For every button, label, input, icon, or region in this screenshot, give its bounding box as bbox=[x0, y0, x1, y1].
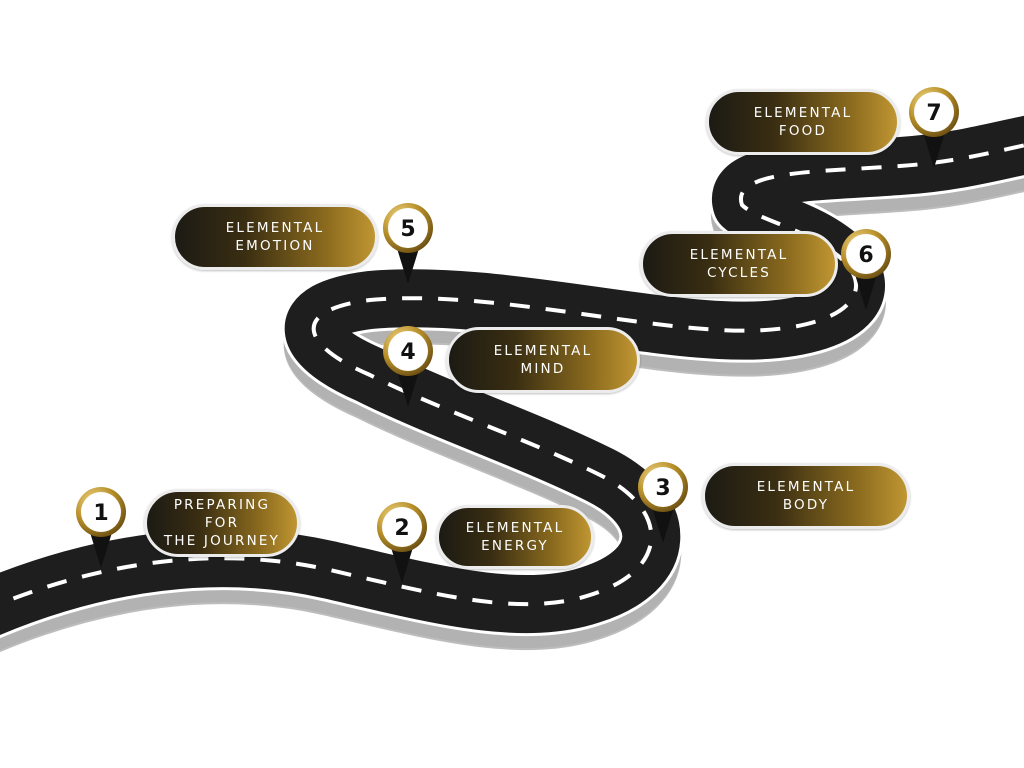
milestone-label-1: PREPARING FOR THE JOURNEY bbox=[144, 489, 300, 557]
pin-face bbox=[914, 92, 954, 132]
pin-face bbox=[846, 234, 886, 274]
map-pin-icon-4: 4 bbox=[383, 326, 433, 407]
milestone-label-4: ELEMENTAL MIND bbox=[446, 327, 640, 393]
pin-number-4: 4 bbox=[400, 340, 415, 365]
pin-number-1: 1 bbox=[93, 501, 108, 526]
milestone-label-1-line-2: FOR bbox=[204, 515, 240, 531]
pin-pointer bbox=[395, 365, 421, 407]
pin-number-7: 7 bbox=[926, 101, 941, 126]
map-pin-icon-7: 7 bbox=[909, 87, 959, 168]
milestone-label-1-line-1: PREPARING bbox=[173, 497, 271, 513]
map-pin-icon-1: 1 bbox=[76, 487, 126, 568]
map-pin-icon-2: 2 bbox=[377, 502, 427, 583]
pin-face bbox=[388, 331, 428, 371]
pin-number-5: 5 bbox=[400, 217, 415, 242]
pin-pointer bbox=[389, 541, 415, 583]
pin-pointer bbox=[921, 126, 947, 168]
milestone-label-3: ELEMENTAL BODY bbox=[702, 463, 910, 529]
milestone-label-4-line-1: ELEMENTAL bbox=[493, 343, 593, 359]
road-lane-markings bbox=[0, 143, 1024, 607]
milestone-label-2: ELEMENTAL ENERGY bbox=[436, 505, 594, 569]
milestone-label-7: ELEMENTAL FOOD bbox=[706, 89, 900, 155]
milestone-label-5-line-1: ELEMENTAL bbox=[225, 220, 325, 236]
milestone-label-5: ELEMENTAL EMOTION bbox=[172, 204, 378, 270]
pin-number-3: 3 bbox=[655, 476, 670, 501]
milestone-label-6-line-2: CYCLES bbox=[707, 265, 771, 281]
pin-pointer bbox=[853, 268, 879, 310]
pin-number-6: 6 bbox=[858, 243, 873, 268]
map-pin-icon-3: 3 bbox=[638, 462, 688, 543]
pin-face bbox=[81, 492, 121, 532]
milestone-label-6-line-1: ELEMENTAL bbox=[689, 247, 789, 263]
milestone-label-6: ELEMENTAL CYCLES bbox=[640, 231, 838, 297]
pin-number-2: 2 bbox=[394, 516, 409, 541]
pin-pointer bbox=[650, 501, 676, 543]
milestone-label-7-line-1: ELEMENTAL bbox=[753, 105, 853, 121]
milestone-label-2-line-2: ENERGY bbox=[481, 538, 549, 554]
milestone-label-3-line-2: BODY bbox=[782, 497, 830, 513]
milestone-label-1-line-3: THE JOURNEY bbox=[163, 533, 281, 549]
pin-face bbox=[382, 507, 422, 547]
milestone-label-3-line-1: ELEMENTAL bbox=[756, 479, 856, 495]
milestone-label-4-line-2: MIND bbox=[520, 361, 566, 377]
map-pin-icon-5: 5 bbox=[383, 203, 433, 284]
map-pin-icon-6: 6 bbox=[841, 229, 891, 310]
pin-face bbox=[388, 208, 428, 248]
milestone-label-2-line-1: ELEMENTAL bbox=[465, 520, 565, 536]
milestone-label-7-line-2: FOOD bbox=[778, 123, 828, 139]
pin-pointer bbox=[88, 526, 114, 568]
pin-pointer bbox=[395, 242, 421, 284]
milestone-label-5-line-2: EMOTION bbox=[235, 238, 315, 254]
pin-face bbox=[643, 467, 683, 507]
